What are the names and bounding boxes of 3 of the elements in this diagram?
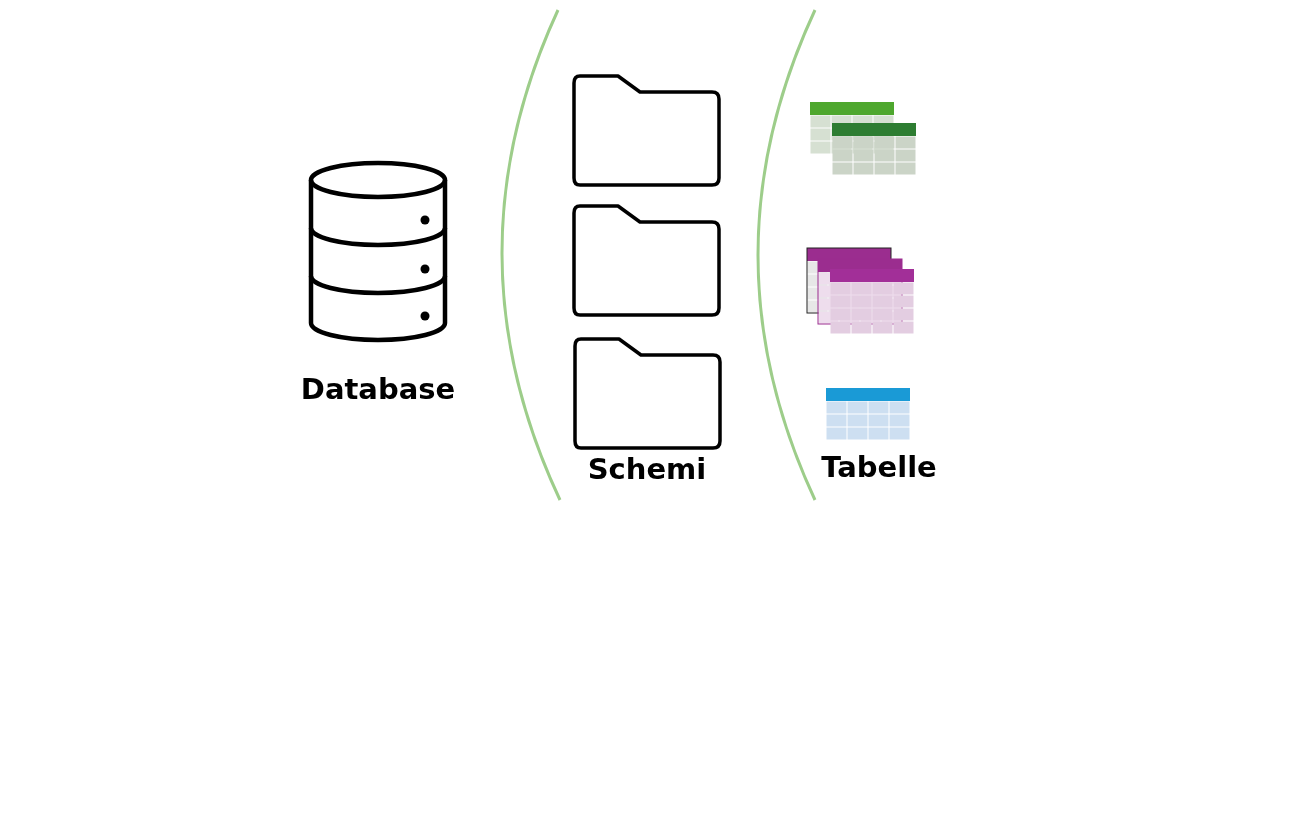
- section-label: Tabelle: [821, 450, 937, 484]
- section-label: Schemi: [587, 452, 707, 486]
- node-label: Database: [299, 372, 457, 406]
